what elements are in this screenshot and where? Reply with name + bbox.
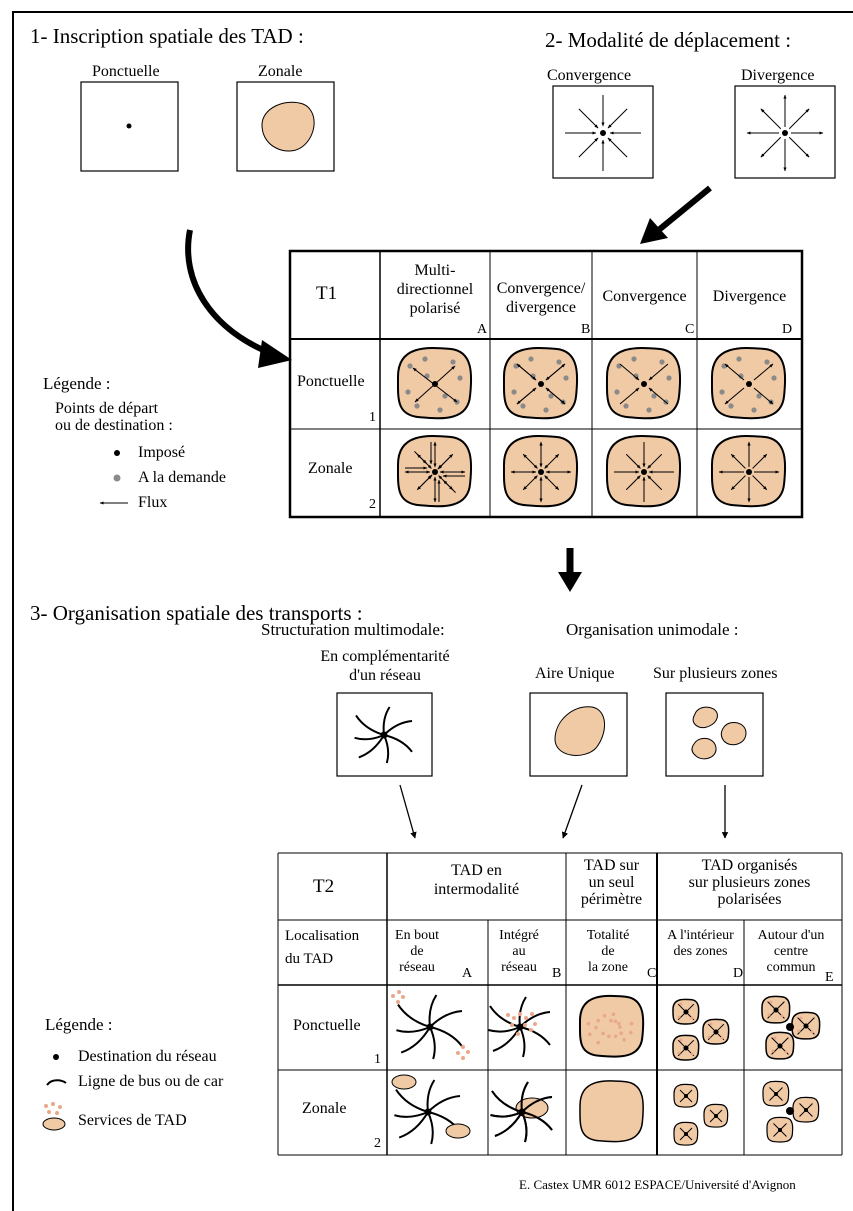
legend2-tad-symbol [42, 1102, 66, 1131]
legend2-title: Légende : [45, 1015, 113, 1034]
network-box [336, 692, 433, 777]
t2-row-1: 1 [374, 1052, 381, 1067]
t2-col-e-letter: E [825, 970, 834, 985]
diagonal-arrow-icon [653, 185, 712, 236]
t2-corner: T2 [313, 876, 335, 897]
ponctuelle-box [80, 81, 179, 172]
zonale-label: Zonale [258, 63, 303, 80]
legend1-item-flux: Flux [138, 494, 168, 511]
t1-col-b-header: Convergence/divergence [496, 280, 586, 316]
legend2-item-ligne: Ligne de bus ou de car [78, 1073, 224, 1090]
point-icon [126, 123, 132, 129]
t1-col-d-header: Divergence [712, 288, 787, 305]
table1-grid [288, 249, 804, 519]
ponctuelle-label: Ponctuelle [92, 63, 160, 80]
table1-cell-drawings [396, 347, 787, 508]
page-frame [12, 11, 853, 1211]
legend1-item-impose: Imposé [138, 444, 186, 461]
table2-cell-drawings [391, 990, 821, 1146]
t1-row-ponctuelle: Ponctuelle [297, 373, 365, 390]
t1-col-c-header: Convergence [602, 288, 687, 305]
t1-col-a-letter: A [477, 322, 488, 337]
legend2-item-destination: Destination du réseau [78, 1048, 217, 1065]
zone-icon [261, 101, 315, 152]
legend1-black-dot [114, 450, 120, 456]
multi-zone-box [665, 692, 764, 777]
multi-zone-icon [691, 706, 747, 760]
t1-row-2: 2 [369, 497, 376, 512]
t1-col-b-letter: B [581, 322, 591, 337]
t1-row-1: 1 [369, 410, 376, 425]
unimodal-label: Organisation unimodale : [566, 620, 739, 639]
t2-row-2: 2 [374, 1136, 381, 1151]
legend1-title: Légende : [43, 374, 111, 393]
arrow-to-t2-b [561, 784, 583, 839]
legend1-item-demande: A la demande [138, 469, 226, 486]
network-icon [354, 706, 413, 764]
t1-col-c-letter: C [685, 322, 695, 337]
multi-zone-label: Sur plusieurs zones [653, 665, 778, 682]
t2-row-zonale: Zonale [302, 1100, 347, 1117]
section2-title: 2- Modalité de déplacement : [545, 28, 792, 52]
t2-col-b-letter: B [552, 966, 562, 981]
divergence-icon [734, 85, 836, 179]
divergence-label: Divergence [741, 67, 815, 84]
t2-col-d-letter: D [733, 966, 744, 981]
t1-row-zonale: Zonale [308, 460, 353, 477]
multimodal-label: Structuration multimodale: [261, 620, 445, 639]
legend2-dot [53, 1054, 59, 1060]
legend1-grey-dot [113, 474, 121, 482]
single-area-label: Aire Unique [535, 665, 615, 682]
arrow-to-t2-a [399, 784, 417, 839]
zonale-box [236, 81, 335, 172]
convergence-label: Convergence [547, 67, 632, 84]
legend2-item-services: Services de TAD [78, 1112, 187, 1129]
curved-arrow-icon [185, 229, 277, 358]
single-area-box [529, 692, 628, 777]
credit: E. Castex UMR 6012 ESPACE/Université d'A… [519, 1177, 796, 1192]
t2-col-c-letter: C [647, 966, 657, 981]
t1-col-d-letter: D [782, 322, 793, 337]
t2-col-a-letter: A [462, 966, 473, 981]
convergence-icon [552, 85, 654, 179]
single-area-icon [554, 706, 605, 756]
t1-corner: T1 [316, 283, 338, 304]
t2-row-ponctuelle: Ponctuelle [293, 1017, 361, 1034]
section3-title: 3- Organisation spatiale des transports … [30, 601, 363, 625]
legend2-curve [46, 1079, 67, 1086]
table2-grid [277, 852, 843, 1156]
section1-title: 1- Inscription spatiale des TAD : [30, 24, 304, 48]
